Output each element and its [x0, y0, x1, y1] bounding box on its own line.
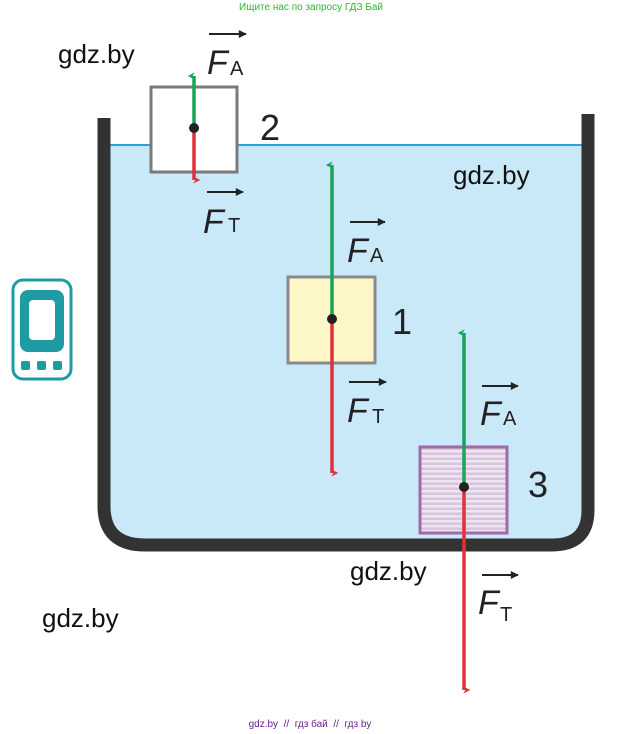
buoyant-label-3: F A — [480, 382, 519, 433]
watermark-2: gdz.by — [453, 160, 530, 190]
svg-text:T: T — [228, 215, 240, 237]
cube-label-2: 2 — [260, 107, 280, 148]
svg-text:F: F — [480, 395, 503, 433]
cube-label-3: 3 — [528, 464, 548, 505]
svg-text:T: T — [372, 406, 384, 428]
svg-text:F: F — [203, 203, 226, 241]
svg-text:T: T — [500, 604, 512, 626]
buoyant-label-2: F A — [207, 30, 247, 82]
mobile-phone-icon[interactable] — [11, 278, 73, 381]
svg-text:A: A — [503, 408, 517, 430]
vessel — [97, 114, 595, 552]
watermark-1: gdz.by — [58, 39, 135, 69]
svg-text:A: A — [230, 58, 244, 80]
watermark-4: gdz.by — [42, 603, 119, 633]
footer-links[interactable]: gdz.by // гдз бай // гдз by — [249, 718, 372, 730]
cube-label-1: 1 — [392, 301, 412, 342]
gravity-label-3: F T — [478, 571, 519, 626]
watermark-3: gdz.by — [350, 556, 427, 586]
buoyant-label-1: F A — [347, 218, 386, 270]
gravity-label-2: F T — [203, 188, 244, 241]
center-point-2 — [189, 123, 199, 133]
header-note: Ищите нас по запросу ГДЗ Бай — [239, 2, 383, 13]
svg-text:A: A — [370, 245, 384, 267]
svg-text:F: F — [207, 44, 230, 82]
svg-text:F: F — [347, 232, 370, 270]
svg-text:F: F — [347, 392, 370, 430]
gravity-label-1: F T — [347, 378, 387, 430]
center-point-3 — [459, 482, 469, 492]
svg-text:F: F — [478, 584, 501, 622]
center-point-1 — [327, 314, 337, 324]
